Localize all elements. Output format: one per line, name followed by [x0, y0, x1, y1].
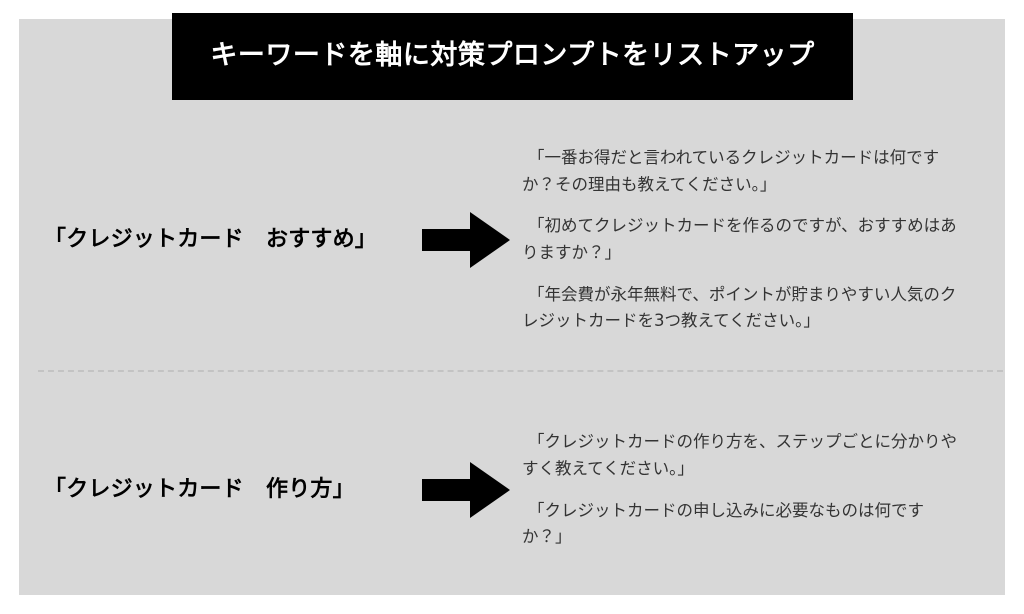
prompt-item: 「クレジットカードの申し込みに必要なものは何ですか？」	[522, 500, 924, 547]
prompt-list-2: 「クレジットカードの作り方を、ステップごとに分かりやすく教えてください。」 「ク…	[522, 429, 1024, 551]
keyword-row-1: 「クレジットカード おすすめ」 「一番お得だと言われているクレジットカードは何で…	[0, 115, 1024, 365]
page-title: キーワードを軸に対策プロンプトをリストアップ	[210, 40, 815, 72]
keyword-label-1: 「クレジットカード おすすめ」	[44, 226, 378, 252]
slide-canvas	[19, 19, 1005, 595]
prompt-item: 「初めてクレジットカードを作るのですが、おすすめはありますか？」	[522, 216, 957, 262]
prompt-item: 「一番お得だと言われているクレジットカードは何ですか？その理由も教えてください。…	[522, 147, 940, 194]
prompt-item: 「年会費が永年無料で、ポイントが貯まりやすい人気のクレジットカードを3つ教えてく…	[522, 284, 957, 331]
prompt-list-1: 「一番お得だと言われているクレジットカードは何ですか？その理由も教えてください。…	[522, 145, 1024, 335]
keyword-cell-1: 「クレジットカード おすすめ」	[0, 226, 410, 255]
slide-title-bar: キーワードを軸に対策プロンプトをリストアップ	[172, 13, 853, 100]
section-divider	[38, 370, 1003, 372]
keyword-cell-2: 「クレジットカード 作り方」	[0, 476, 410, 505]
keyword-label-2: 「クレジットカード 作り方」	[44, 476, 355, 502]
arrow-cell-2	[410, 460, 522, 520]
arrow-cell-1	[410, 210, 522, 270]
right-arrow-icon	[422, 212, 510, 268]
prompt-item: 「クレジットカードの作り方を、ステップごとに分かりやすく教えてください。」	[522, 432, 957, 478]
right-arrow-icon	[422, 462, 510, 518]
keyword-row-2: 「クレジットカード 作り方」 「クレジットカードの作り方を、ステップごとに分かり…	[0, 395, 1024, 585]
